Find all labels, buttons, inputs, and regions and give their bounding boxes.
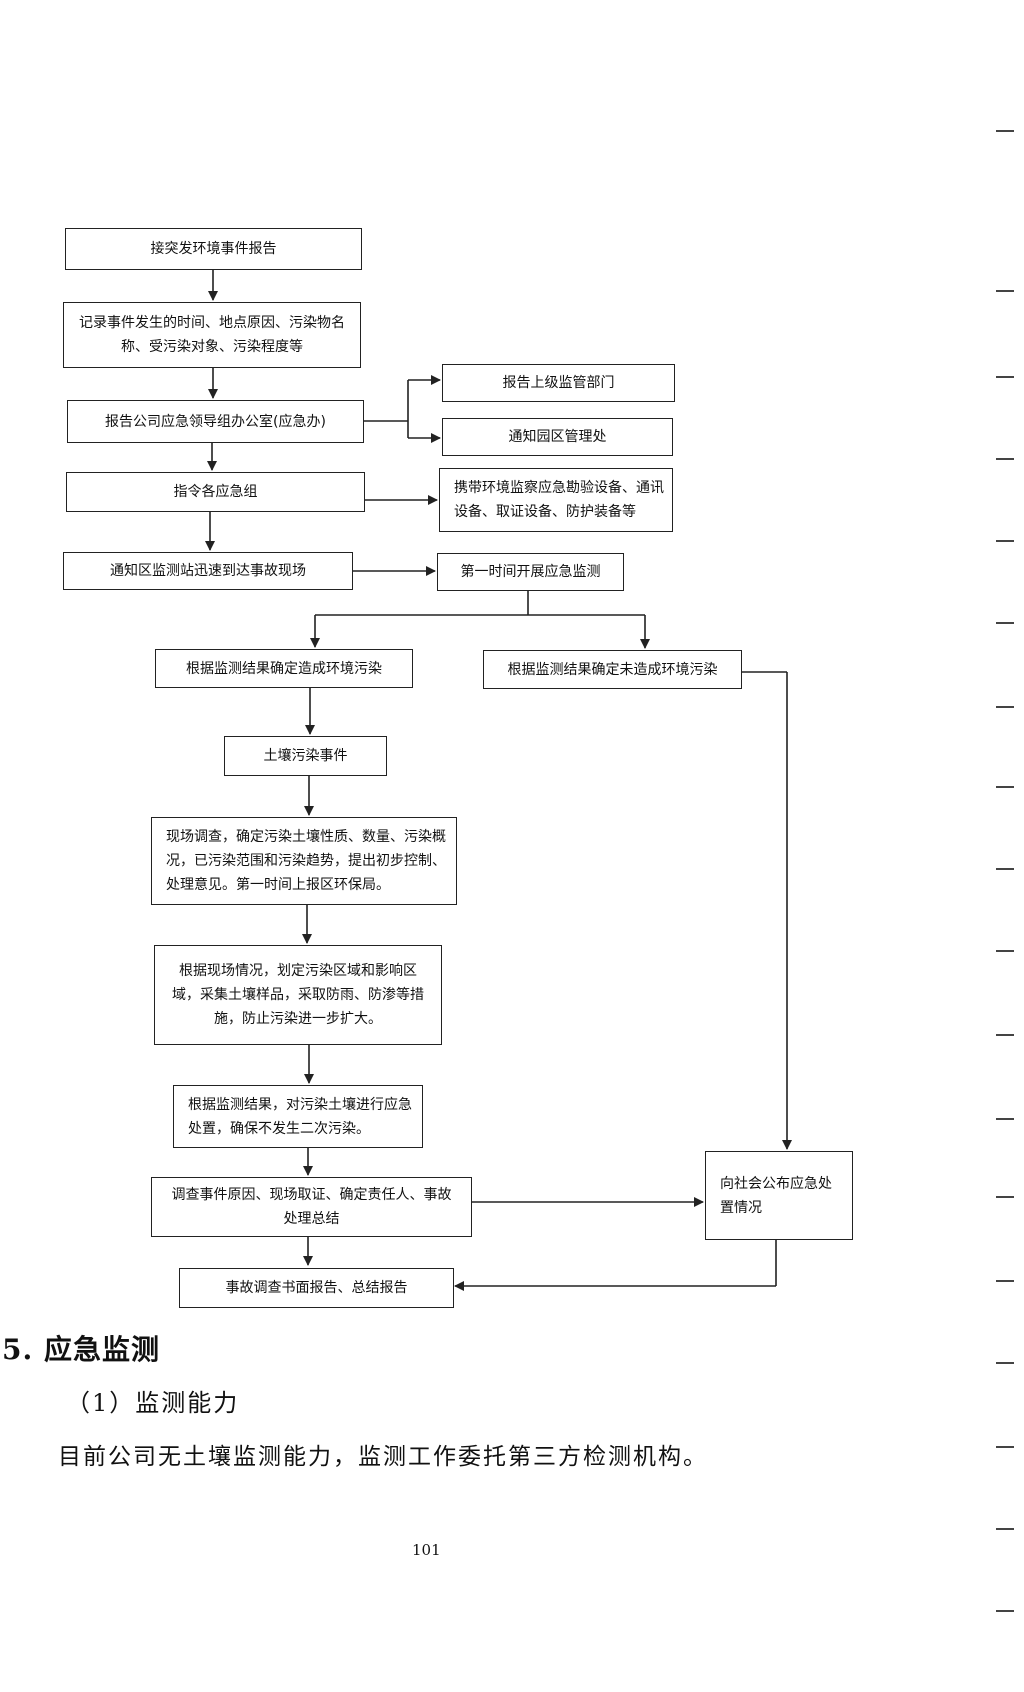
receive-report-box: 接突发环境事件报告 [65,228,362,270]
margin-mark [996,1196,1014,1198]
zone-sampling-label: 根据现场情况，划定污染区域和影响区域，采集土壤样品，采取防雨、防渗等措施，防止污… [172,963,424,1027]
margin-mark [996,622,1014,624]
notify-station-box: 通知区监测站迅速到达事故现场 [63,552,353,590]
polluted-label: 根据监测结果确定造成环境污染 [186,660,382,677]
margin-mark [996,540,1014,542]
notify-park-label: 通知园区管理处 [508,429,607,445]
site-survey-box: 现场调查，确定污染土壤性质、数量、污染概况，已污染范围和污染趋势，提出初步控制、… [151,817,457,905]
margin-mark [996,458,1014,460]
margin-mark [996,706,1014,708]
polluted-box: 根据监测结果确定造成环境污染 [155,649,413,688]
not-polluted-label: 根据监测结果确定未造成环境污染 [507,661,718,678]
final-report-box: 事故调查书面报告、总结报告 [179,1268,454,1308]
command-groups-box: 指令各应急组 [66,472,365,512]
margin-mark [996,1610,1014,1612]
not-polluted-box: 根据监测结果确定未造成环境污染 [483,650,742,689]
emergency-disposal-label: 根据监测结果，对污染土壤进行应急处置，确保不发生二次污染。 [188,1096,412,1137]
site-survey-label: 现场调查，确定污染土壤性质、数量、污染概况，已污染范围和污染趋势，提出初步控制、… [166,829,446,893]
margin-mark [996,950,1014,952]
margin-mark [996,868,1014,870]
report-superior-label: 报告上级监管部门 [502,375,615,391]
investigate-box: 调查事件原因、现场取证、确定责任人、事故处理总结 [151,1177,472,1237]
margin-mark [996,1034,1014,1036]
margin-mark [996,1280,1014,1282]
command-groups-label: 指令各应急组 [173,484,258,500]
margin-mark [996,1362,1014,1364]
soil-event-label: 土壤污染事件 [263,748,348,764]
margin-mark [996,376,1014,378]
notify-station-label: 通知区监测站迅速到达事故现场 [110,563,306,579]
start-monitoring-label: 第一时间开展应急监测 [460,564,601,580]
final-report-label: 事故调查书面报告、总结报告 [225,1280,408,1296]
section-subheading: （1）监测能力 [66,1389,240,1417]
margin-mark [996,130,1014,132]
section-paragraph: 目前公司无土壤监测能力，监测工作委托第三方检测机构。 [58,1444,708,1470]
record-event-label: 记录事件发生的时间、地点原因、污染物名称、受污染对象、污染程度等 [79,315,345,355]
margin-mark [996,1528,1014,1530]
margin-mark [996,1118,1014,1120]
page-number: 101 [412,1541,441,1559]
record-event-box: 记录事件发生的时间、地点原因、污染物名称、受污染对象、污染程度等 [63,302,361,368]
soil-event-box: 土壤污染事件 [224,736,387,776]
receive-report-label: 接突发环境事件报告 [150,241,277,257]
margin-mark [996,786,1014,788]
emergency-disposal-box: 根据监测结果，对污染土壤进行应急处置，确保不发生二次污染。 [173,1085,423,1148]
notify-park-box: 通知园区管理处 [442,418,673,456]
section-heading: 5. 应急监测 [2,1333,160,1366]
margin-mark [996,1446,1014,1448]
zone-sampling-box: 根据现场情况，划定污染区域和影响区域，采集土壤样品，采取防雨、防渗等措施，防止污… [154,945,442,1045]
margin-mark [996,290,1014,292]
investigate-label: 调查事件原因、现场取证、确定责任人、事故处理总结 [171,1187,452,1227]
publish-label: 向社会公布应急处置情况 [720,1175,832,1216]
report-office-label: 报告公司应急领导组办公室(应急办) [105,413,326,430]
report-superior-box: 报告上级监管部门 [442,364,675,402]
carry-equipment-label: 携带环境监察应急勘验设备、通讯设备、取证设备、防护装备等 [454,480,664,520]
start-monitoring-box: 第一时间开展应急监测 [437,553,624,591]
publish-box: 向社会公布应急处置情况 [705,1151,853,1240]
carry-equipment-box: 携带环境监察应急勘验设备、通讯设备、取证设备、防护装备等 [439,468,673,532]
report-office-box: 报告公司应急领导组办公室(应急办) [67,400,364,443]
